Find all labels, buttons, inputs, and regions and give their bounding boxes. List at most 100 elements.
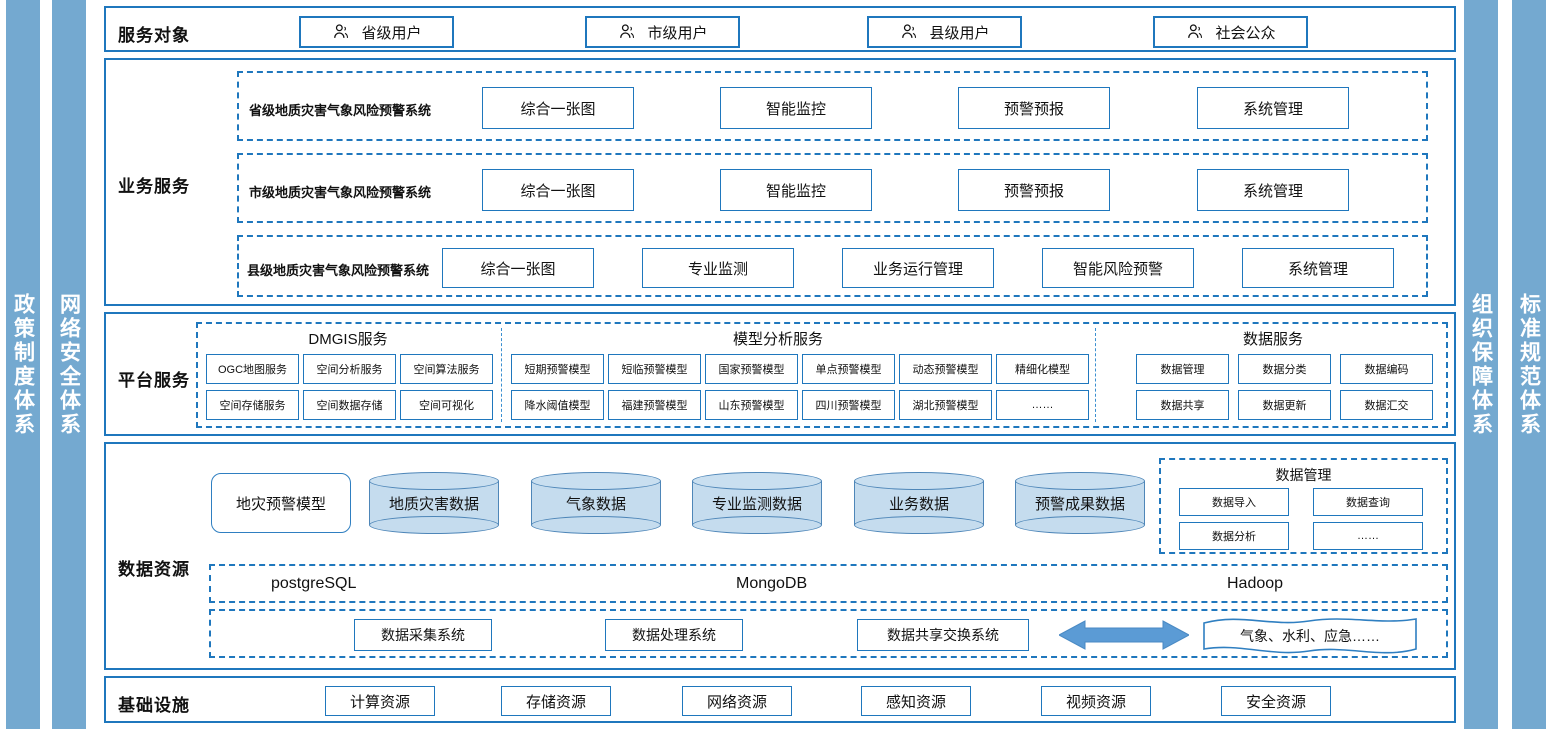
infrastructure-item-compute[interactable]: 计算资源 [325, 686, 435, 716]
platform-services-section: 平台服务 DMGIS服务 OGC地图服务 空间分析服务 空间算法服务 空间存储服… [104, 312, 1456, 436]
infrastructure-item-network[interactable]: 网络资源 [682, 686, 792, 716]
sidebar-network-security-system-label: 网络安全体系 [57, 292, 81, 437]
database-postgresql[interactable]: postgreSQL [271, 575, 357, 592]
data-service-item-6[interactable]: 数据汇交 [1340, 390, 1433, 420]
infrastructure-item-video[interactable]: 视频资源 [1041, 686, 1151, 716]
data-management-title: 数据管理 [1275, 467, 1332, 483]
business-item-county-2[interactable]: 专业监测 [642, 248, 794, 288]
model-item-7[interactable]: 降水阈值模型 [511, 390, 604, 420]
data-service-item-4[interactable]: 数据共享 [1136, 390, 1229, 420]
cylinder-meteorological-data[interactable]: 气象数据 [531, 472, 661, 534]
infrastructure-section: 基础设施 计算资源 存储资源 网络资源 感知资源 视频资源 安全资源 [104, 676, 1456, 723]
business-item-provincial-1[interactable]: 综合一张图 [482, 87, 634, 129]
business-row-provincial: 省级地质灾害气象风险预警系统 综合一张图 智能监控 预警预报 系统管理 [237, 71, 1428, 141]
system-data-sharing-exchange[interactable]: 数据共享交换系统 [857, 619, 1029, 651]
data-management-item-2[interactable]: 数据查询 [1313, 488, 1423, 516]
cylinder-label: 业务数据 [888, 495, 949, 513]
business-row-provincial-title: 省级地质灾害气象风险预警系统 [249, 103, 432, 118]
cylinder-bottom [369, 516, 499, 534]
cylinder-top [692, 472, 822, 490]
cylinder-top [369, 472, 499, 490]
user-chip-provincial[interactable]: 省级用户 [299, 16, 454, 48]
dmgis-item-6[interactable]: 空间可视化 [400, 390, 493, 420]
person-icon [334, 24, 349, 38]
cylinder-bottom [692, 516, 822, 534]
data-service-group-title: 数据服务 [1242, 331, 1303, 348]
business-item-county-1[interactable]: 综合一张图 [442, 248, 594, 288]
business-item-municipal-4[interactable]: 系统管理 [1197, 169, 1349, 211]
data-resources-section: 数据资源 地灾预警模型 地质灾害数据 气象数据 专业监测数据 业务数据 [104, 442, 1456, 670]
model-item-6[interactable]: 精细化模型 [996, 354, 1089, 384]
model-item-11[interactable]: 湖北预警模型 [899, 390, 992, 420]
database-mongodb[interactable]: MongoDB [736, 575, 808, 592]
model-item-3[interactable]: 国家预警模型 [705, 354, 798, 384]
platform-services-label: 平台服务 [118, 371, 190, 390]
infrastructure-item-storage[interactable]: 存储资源 [501, 686, 611, 716]
business-item-provincial-3[interactable]: 预警预报 [958, 87, 1110, 129]
cylinder-geo-disaster-data[interactable]: 地质灾害数据 [369, 472, 499, 534]
cylinder-professional-monitoring-data[interactable]: 专业监测数据 [692, 472, 822, 534]
data-service-item-1[interactable]: 数据管理 [1136, 354, 1229, 384]
user-chip-municipal-label: 市级用户 [647, 24, 708, 42]
cylinder-warning-result-data[interactable]: 预警成果数据 [1015, 472, 1145, 534]
model-item-10[interactable]: 四川预警模型 [802, 390, 895, 420]
data-service-item-5[interactable]: 数据更新 [1238, 390, 1331, 420]
data-management-item-4[interactable]: …… [1313, 522, 1423, 550]
business-item-provincial-2[interactable]: 智能监控 [720, 87, 872, 129]
business-row-county-title: 县级地质灾害气象风险预警系统 [247, 263, 430, 278]
dmgis-item-5[interactable]: 空间数据存储 [303, 390, 396, 420]
disaster-warning-model-box[interactable]: 地灾预警模型 [211, 473, 351, 533]
platform-divider-1 [501, 328, 502, 422]
platform-groups-container: DMGIS服务 OGC地图服务 空间分析服务 空间算法服务 空间存储服务 空间数… [196, 322, 1448, 428]
business-row-municipal: 市级地质灾害气象风险预警系统 综合一张图 智能监控 预警预报 系统管理 [237, 153, 1428, 223]
user-chip-county[interactable]: 县级用户 [867, 16, 1022, 48]
data-management-item-3[interactable]: 数据分析 [1179, 522, 1289, 550]
business-item-municipal-1[interactable]: 综合一张图 [482, 169, 634, 211]
user-chip-municipal[interactable]: 市级用户 [585, 16, 740, 48]
business-item-county-4[interactable]: 智能风险预警 [1042, 248, 1194, 288]
data-resources-label: 数据资源 [118, 560, 190, 579]
infrastructure-label: 基础设施 [118, 696, 190, 715]
system-data-collection[interactable]: 数据采集系统 [354, 619, 492, 651]
model-item-4[interactable]: 单点预警模型 [802, 354, 895, 384]
dmgis-item-3[interactable]: 空间算法服务 [400, 354, 493, 384]
dmgis-item-4[interactable]: 空间存储服务 [206, 390, 299, 420]
system-data-processing[interactable]: 数据处理系统 [605, 619, 743, 651]
model-item-9[interactable]: 山东预警模型 [705, 390, 798, 420]
business-row-municipal-title: 市级地质灾害气象风险预警系统 [249, 185, 432, 200]
external-systems-label: 气象、水利、应急…… [1240, 628, 1380, 644]
business-item-municipal-3[interactable]: 预警预报 [958, 169, 1110, 211]
business-item-county-3[interactable]: 业务运行管理 [842, 248, 994, 288]
dmgis-item-1[interactable]: OGC地图服务 [206, 354, 299, 384]
business-services-section: 业务服务 省级地质灾害气象风险预警系统 综合一张图 智能监控 预警预报 系统管理… [104, 58, 1456, 306]
data-management-item-1[interactable]: 数据导入 [1179, 488, 1289, 516]
user-chip-public-label: 社会公众 [1215, 24, 1276, 42]
infrastructure-item-security[interactable]: 安全资源 [1221, 686, 1331, 716]
user-chip-public[interactable]: 社会公众 [1153, 16, 1308, 48]
sidebar-policy-system: 政策制度体系 [6, 0, 40, 729]
model-item-1[interactable]: 短期预警模型 [511, 354, 604, 384]
infrastructure-item-sensing[interactable]: 感知资源 [861, 686, 971, 716]
model-item-12[interactable]: …… [996, 390, 1089, 420]
data-service-item-2[interactable]: 数据分类 [1238, 354, 1331, 384]
person-icon [902, 24, 917, 38]
data-management-group: 数据管理 数据导入 数据查询 数据分析 …… [1159, 458, 1448, 554]
data-service-item-3[interactable]: 数据编码 [1340, 354, 1433, 384]
person-icon [620, 24, 635, 38]
business-item-municipal-2[interactable]: 智能监控 [720, 169, 872, 211]
model-item-2[interactable]: 短临预警模型 [608, 354, 701, 384]
business-services-label: 业务服务 [118, 177, 190, 196]
cylinder-business-data[interactable]: 业务数据 [854, 472, 984, 534]
external-systems-box[interactable]: 气象、水利、应急…… [1201, 615, 1419, 657]
model-item-5[interactable]: 动态预警模型 [899, 354, 992, 384]
model-item-8[interactable]: 福建预警模型 [608, 390, 701, 420]
sidebar-organization-guarantee-system-label: 组织保障体系 [1469, 292, 1493, 437]
business-item-county-5[interactable]: 系统管理 [1242, 248, 1394, 288]
sidebar-standard-specification-system: 标准规范体系 [1512, 0, 1546, 729]
service-objects-section: 服务对象 省级用户 市级用户 [104, 6, 1456, 52]
cylinder-top [1015, 472, 1145, 490]
business-item-provincial-4[interactable]: 系统管理 [1197, 87, 1349, 129]
dmgis-item-2[interactable]: 空间分析服务 [303, 354, 396, 384]
cylinder-bottom [531, 516, 661, 534]
database-hadoop[interactable]: Hadoop [1227, 575, 1284, 592]
